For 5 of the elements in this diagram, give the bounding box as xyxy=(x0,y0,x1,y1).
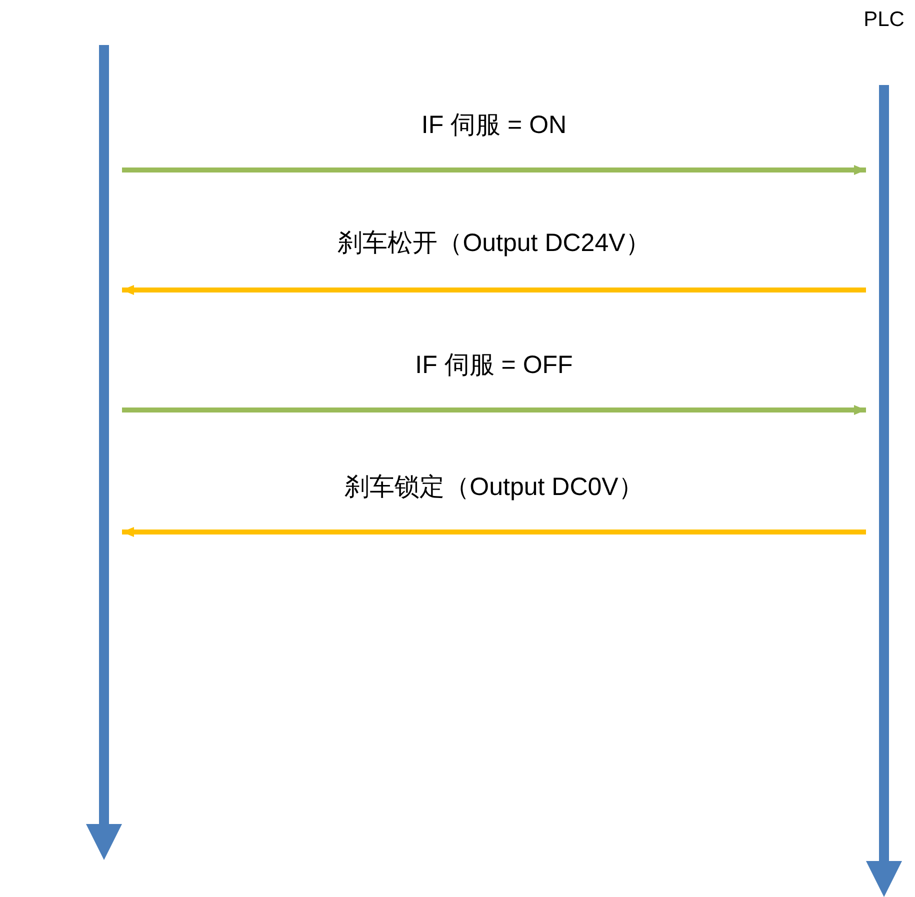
participant-label: PLC xyxy=(864,8,904,32)
message-arrow xyxy=(122,165,866,175)
message-arrow xyxy=(122,527,866,537)
message-arrow xyxy=(122,405,866,415)
message-arrow xyxy=(122,285,866,295)
